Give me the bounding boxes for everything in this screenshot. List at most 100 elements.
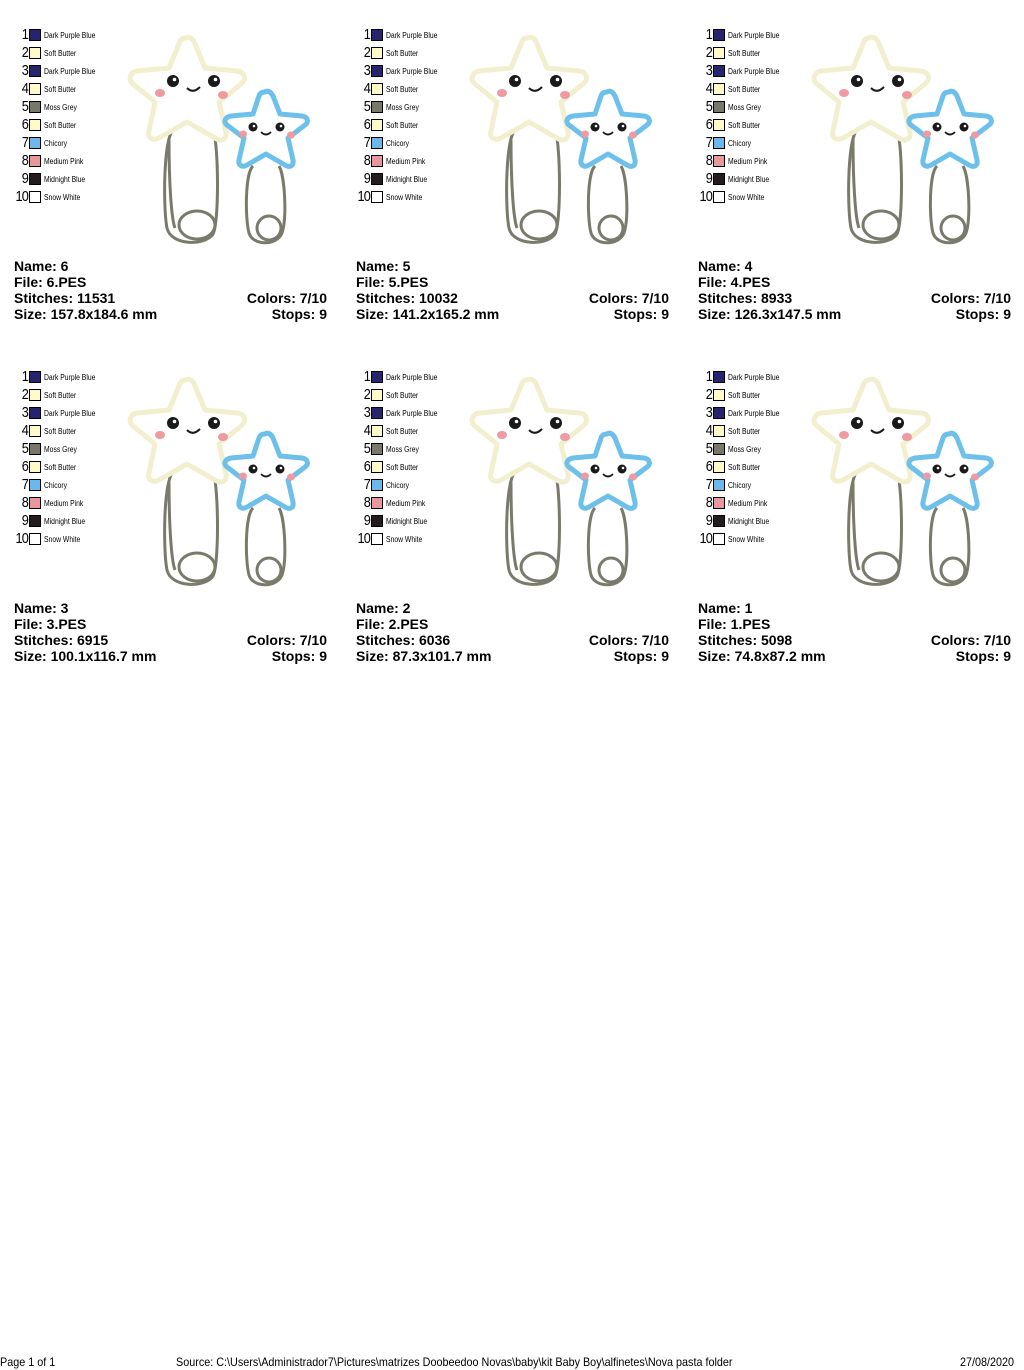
big-star-icon [811, 34, 931, 143]
color-swatch [713, 461, 725, 473]
big-safety-pin-icon [163, 126, 219, 244]
color-swatch [29, 425, 41, 437]
stitch-count: Stitches: 8933 [698, 290, 793, 306]
thread-name: Chicory [386, 480, 410, 490]
color-swatch [371, 191, 383, 203]
thread-name: Soft Butter [386, 426, 419, 436]
thread-name: Soft Butter [44, 390, 77, 400]
thread-name: Medium Pink [728, 156, 768, 166]
design-preview-image [469, 34, 652, 245]
thread-name: Soft Butter [44, 426, 77, 436]
legend-number: 9 [21, 512, 29, 529]
thread-name: Dark Purple Blue [728, 372, 780, 382]
design-file: File: 2.PES [356, 616, 429, 632]
legend-number: 4 [705, 422, 713, 439]
color-swatch [29, 137, 41, 149]
thread-name: Dark Purple Blue [386, 372, 438, 382]
legend-number: 6 [363, 116, 371, 133]
legend-number: 10 [15, 530, 29, 547]
page-number: Page 1 of 1 [0, 1355, 56, 1369]
legend-number: 7 [21, 476, 29, 493]
big-star-icon [469, 34, 589, 143]
legend-number: 3 [705, 404, 713, 421]
color-count: Colors: 7/10 [246, 632, 327, 648]
legend-number: 10 [357, 530, 371, 547]
big-safety-pin-icon [163, 468, 219, 586]
color-swatch [371, 65, 383, 77]
thread-name: Soft Butter [728, 462, 761, 472]
thread-name: Soft Butter [386, 48, 419, 58]
color-swatch [713, 137, 725, 149]
legend-number: 4 [21, 422, 29, 439]
legend-number: 1 [21, 26, 29, 43]
big-star-icon [469, 376, 589, 485]
legend-item: 10 Snow White [694, 188, 814, 206]
stitch-count: Stitches: 10032 [356, 290, 458, 306]
legend-number: 1 [363, 26, 371, 43]
small-safety-pin-icon [244, 506, 287, 587]
legend-number: 4 [363, 422, 371, 439]
color-swatch [371, 371, 383, 383]
small-star-icon [222, 430, 310, 511]
thread-name: Midnight Blue [728, 174, 770, 184]
color-swatch [713, 191, 725, 203]
big-star-icon [811, 376, 931, 485]
color-count: Colors: 7/10 [246, 290, 327, 306]
legend-number: 2 [705, 386, 713, 403]
thread-name: Chicory [728, 480, 752, 490]
legend-number: 8 [21, 152, 29, 169]
color-swatch [29, 443, 41, 455]
color-swatch [29, 191, 41, 203]
thread-name: Dark Purple Blue [44, 30, 96, 40]
color-swatch [371, 47, 383, 59]
thread-name: Moss Grey [44, 444, 77, 454]
color-swatch [29, 497, 41, 509]
legend-number: 6 [21, 458, 29, 475]
legend-number: 10 [699, 530, 713, 547]
legend-number: 5 [705, 98, 713, 115]
legend-number: 3 [21, 404, 29, 421]
thread-name: Soft Butter [44, 48, 77, 58]
color-swatch [371, 515, 383, 527]
stop-count: Stops: 9 [613, 306, 669, 322]
design-file: File: 5.PES [356, 274, 429, 290]
color-swatch [29, 101, 41, 113]
design-file: File: 1.PES [698, 616, 771, 632]
legend-number: 9 [363, 512, 371, 529]
design-preview-image [127, 376, 310, 587]
color-count: Colors: 7/10 [588, 632, 669, 648]
thread-name: Soft Butter [386, 462, 419, 472]
small-safety-pin-icon [586, 164, 629, 245]
thread-name: Soft Butter [728, 120, 761, 130]
color-swatch [713, 65, 725, 77]
thread-name: Midnight Blue [386, 174, 428, 184]
color-swatch [713, 497, 725, 509]
legend-number: 10 [699, 188, 713, 205]
thread-name: Snow White [386, 534, 423, 544]
design-file: File: 4.PES [698, 274, 771, 290]
legend-number: 5 [21, 98, 29, 115]
stop-count: Stops: 9 [955, 306, 1011, 322]
thread-name: Snow White [728, 192, 765, 202]
color-swatch [371, 425, 383, 437]
legend-number: 4 [363, 80, 371, 97]
